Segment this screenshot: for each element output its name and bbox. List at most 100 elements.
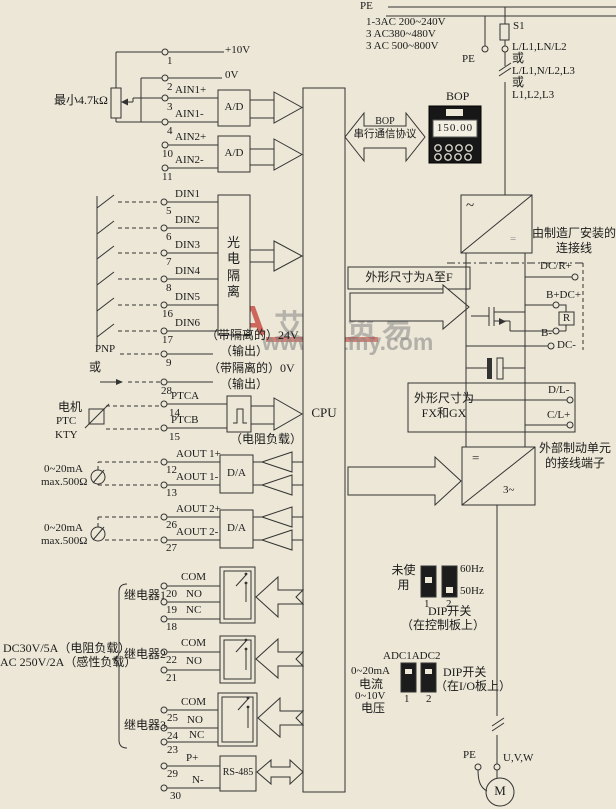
din1-label: DIN1 [175,188,201,200]
da1-box [219,454,254,494]
terminal-7: 7 [166,256,172,268]
terminal-30: 30 [170,790,181,802]
terminal-26: 26 [166,519,177,531]
out24b-label: （输出） [220,344,269,358]
bop-buttons [434,144,473,161]
rs485-p-label: P+ [186,752,199,764]
relay2-box [219,635,256,684]
aout2-max-label: max.500Ω [41,535,88,547]
relay1-box [219,566,256,624]
brake-unit-label: 外部制动单元的接线端子 [538,441,611,470]
terminal-8: 8 [166,282,172,294]
relay1-nc-label: NC [186,604,202,616]
din5-label: DIN5 [175,291,201,303]
ptc-word-label: PTC [56,415,77,427]
ptcb-label: PTCB [171,414,199,426]
out0b-label: （输出） [220,377,269,391]
aout2p-label: AOUT 2+ [176,503,221,515]
relay2-no-label: NO [186,655,202,667]
relay3-com-label: COM [181,696,207,708]
pnp-label: PNP [95,343,116,355]
terminal-6: 6 [166,231,172,243]
relay3-arrow [257,696,305,739]
motor-label: M [494,783,506,798]
dip1-num2: 2 [446,598,452,610]
terminal-21: 21 [166,672,177,684]
ad1-label: A/D [224,101,244,113]
out24-label: （带隔离的）24V [206,328,299,342]
dcr-label: DC/R+ [540,260,572,272]
ad1-arrow [273,91,304,124]
uvw-label: U,V,W [503,752,534,764]
resistive-load-label: （电阻负载） [230,432,303,446]
adc-current-range: 0~20mA [351,665,390,677]
or-label: 或 [89,360,102,374]
adc-voltage-range: 0~10V [355,690,386,702]
terminal-20: 20 [166,588,177,600]
terminal-4: 4 [167,125,173,137]
da2-arrows [260,506,293,551]
frame-af-label-box [347,266,471,290]
da2-box [219,509,254,549]
relay2-com-label: COM [181,637,207,649]
dip1-60hz-label: 60Hz [460,563,484,575]
dip-switch-adc [400,662,437,693]
inverter-ac-symbol: 3~ [503,484,515,496]
terminal-16: 16 [162,308,173,320]
dip1-num1: 1 [424,598,430,610]
relay1-arrow [255,575,305,619]
line-option-2: L/L1,N/L2,L3 [512,65,575,77]
aout1p-label: AOUT 1+ [176,448,221,460]
cl-label: C/L+ [547,409,571,421]
or-2: 或 [512,75,525,89]
terminal-3: 3 [167,101,173,113]
bop-link-line1: BOP [375,116,395,127]
da1-arrows [260,451,293,496]
terminal-22: 22 [166,654,177,666]
ptc-box [226,395,252,433]
relay-group-brace [111,583,128,749]
bop-display-value: 150.00 [436,122,474,134]
out0-label: （带隔离的）0V [208,361,295,375]
voltage-line-2: 3 AC380~480V [366,28,436,40]
bop-display [432,119,478,138]
bop-link-arrow [344,111,426,163]
dip2-location-label: （在I/O板上） [435,679,511,693]
s1-label: S1 [513,20,525,32]
relay2-arrow [255,637,305,680]
relay1-name: 继电器1 [124,588,167,602]
ad2-arrow [273,138,304,171]
relay3-nc-label: NC [189,729,205,741]
terminal-27: 27 [166,542,177,554]
terminal-15: 15 [169,431,180,443]
ptca-label: PTCA [171,390,200,402]
terminal-29: 29 [167,768,178,780]
ad2-label: A/D [224,147,244,159]
opto-arrow [273,240,304,272]
terminal-14: 14 [169,407,180,419]
motor-word-label: 电机 [58,400,83,414]
inverter-arrow [347,455,462,507]
dip1-unused-label: 未使用 [391,563,416,592]
rectifier-dc-symbol: = [510,233,517,245]
terminal-10: 10 [162,148,173,160]
rs485-box-label: RS-485 [222,767,254,778]
ain1p-label: AIN1+ [175,84,207,96]
terminal-12: 12 [166,464,177,476]
ain1m-label: AIN1- [175,108,204,120]
terminal-18: 18 [166,621,177,633]
capacitor-symbol [487,358,492,379]
cpu-box [302,87,346,793]
ptc-arrow [273,397,304,431]
opto-label: 光电隔离 [227,235,241,299]
din6-label: DIN6 [175,317,201,329]
relay2-name: 继电器2 [124,647,167,661]
terminal-11: 11 [162,171,173,183]
dcminus-label: DC- [557,339,576,351]
aout1-range-label: 0~20mA [44,463,83,475]
voltage-line-1: 1-3AC 200~240V [366,16,446,28]
pot-label: 最小4.7kΩ [54,93,108,107]
frame-af-label: 外形尺寸为A至F [365,270,453,284]
